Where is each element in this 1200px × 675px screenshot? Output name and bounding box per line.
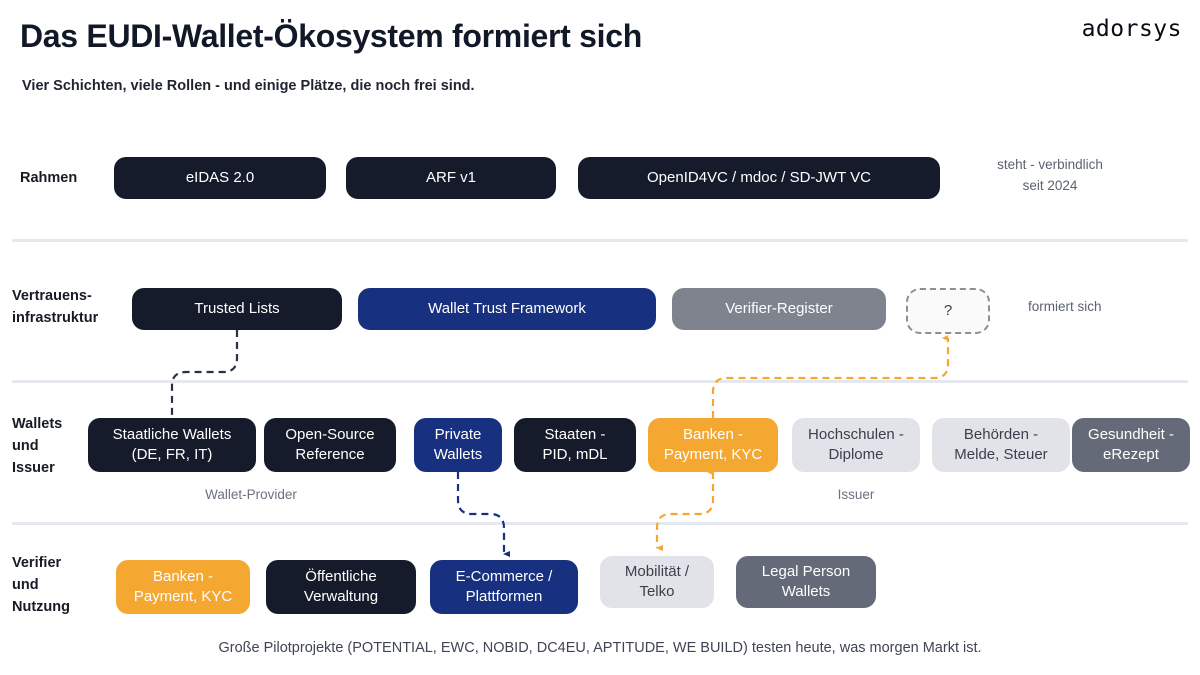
box-legal-person-wallets[interactable]: Legal Person Wallets: [736, 556, 876, 608]
caption-issuer: Issuer: [837, 487, 875, 502]
box-banken-verifier[interactable]: Banken - Payment, KYC: [116, 560, 250, 614]
box-staatliche-wallets[interactable]: Staatliche Wallets (DE, FR, IT): [88, 418, 256, 472]
box-arf-v1[interactable]: ARF v1: [346, 157, 556, 199]
box-hochschulen-diplome[interactable]: Hochschulen - Diplome: [792, 418, 920, 472]
box-openid4vc[interactable]: OpenID4VC / mdoc / SD-JWT VC: [578, 157, 940, 199]
divider-1: [12, 239, 1188, 242]
box-open-source-reference[interactable]: Open-Source Reference: [264, 418, 396, 472]
box-private-wallets[interactable]: Private Wallets: [414, 418, 502, 472]
page-subtitle: Vier Schichten, viele Rollen - und einig…: [22, 78, 475, 94]
page-title: Das EUDI-Wallet-Ökosystem formiert sich: [20, 18, 642, 54]
box-verifier-register[interactable]: Verifier-Register: [672, 288, 886, 330]
caption-wallet-provider: Wallet-Provider: [205, 487, 297, 502]
connector-trusted-lists-to-staatliche: [170, 330, 239, 418]
row-label-wallets-und-issuer: Wallets und Issuer: [12, 416, 63, 476]
note-vertrauensinfrastruktur: formiert sich: [1028, 299, 1102, 314]
box-ecommerce-plattformen[interactable]: E-Commerce / Plattformen: [430, 560, 578, 614]
footer-note: Große Pilotprojekte (POTENTIAL, EWC, NOB…: [218, 640, 982, 656]
row-label-verifier-und-nutzung: Verifier und Nutzung: [12, 555, 70, 615]
note-rahmen: steht - verbindlich seit 2024: [997, 157, 1103, 193]
divider-3: [12, 522, 1188, 525]
connector-banken-to-mobilitaet: [655, 469, 715, 551]
box-mobilitaet-telko[interactable]: Mobilität / Telko: [600, 556, 714, 608]
connector-private-wallets-to-ecommerce: [456, 472, 510, 557]
row-label-vertrauensinfrastruktur: Vertrauens- infrastruktur: [12, 288, 99, 326]
box-behoerden-melde-steuer[interactable]: Behörden - Melde, Steuer: [932, 418, 1070, 472]
box-trusted-lists[interactable]: Trusted Lists: [132, 288, 342, 330]
row-label-rahmen: Rahmen: [20, 170, 78, 186]
box-wallet-trust-framework[interactable]: Wallet Trust Framework: [358, 288, 656, 330]
connector-banken-to-question: [711, 335, 950, 418]
divider-2: [12, 380, 1188, 383]
box-gesundheit-erezept[interactable]: Gesundheit - eRezept: [1072, 418, 1190, 472]
box-eidas-20[interactable]: eIDAS 2.0: [114, 157, 326, 199]
box-staaten-pid-mdl[interactable]: Staaten - PID, mDL: [514, 418, 636, 472]
box-banken-issuer[interactable]: Banken - Payment, KYC: [648, 418, 778, 472]
adorsys-logo: adorsys: [1081, 16, 1182, 42]
box-oeffentliche-verwaltung[interactable]: Öffentliche Verwaltung: [266, 560, 416, 614]
box-open-slot-question[interactable]: ?: [906, 288, 990, 334]
